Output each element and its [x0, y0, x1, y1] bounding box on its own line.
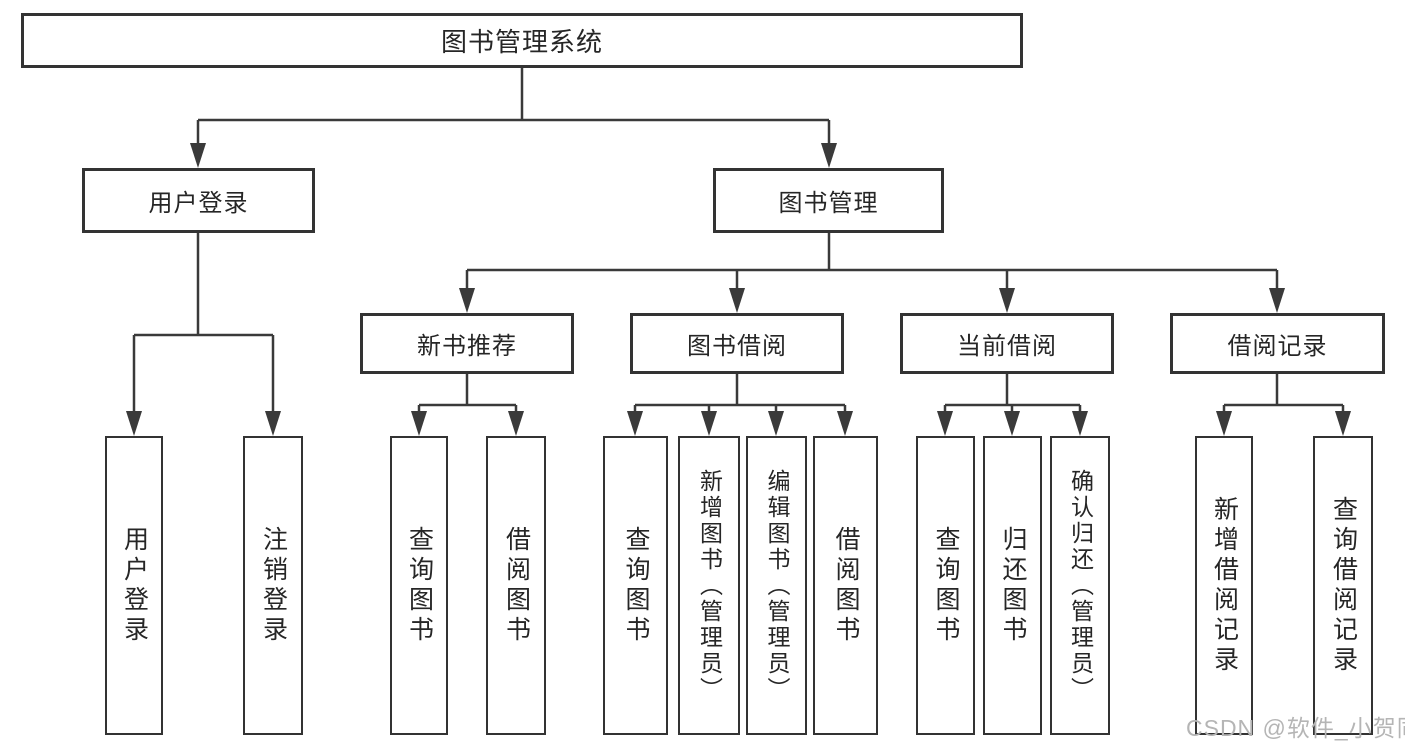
node-book-management-label: 图书管理: [778, 190, 879, 217]
leaf-login-logout-label: 注销登录: [259, 525, 288, 646]
leaf-login-user-label: 用户登录: [120, 525, 149, 646]
node-borrow-records-label: 借阅记录: [1227, 333, 1328, 360]
node-current-borrow: 当前借阅: [900, 313, 1114, 374]
leaf-newbook-query: 查询图书: [390, 436, 448, 735]
leaf-records-add: 新增借阅记录: [1195, 436, 1253, 735]
leaf-current-confirm-admin-label: 确认归还（管理员）: [1067, 468, 1094, 703]
leaf-current-confirm-admin: 确认归还（管理员）: [1050, 436, 1110, 735]
leaf-borrow-edit-admin: 编辑图书（管理员）: [746, 436, 807, 735]
leaf-login-user: 用户登录: [105, 436, 163, 735]
leaf-borrow-add-admin-label: 新增图书（管理员）: [696, 468, 723, 703]
leaf-current-query-label: 查询图书: [932, 525, 960, 646]
node-book-management: 图书管理: [713, 168, 944, 233]
node-book-borrow: 图书借阅: [630, 313, 844, 374]
leaf-records-query-label: 查询借阅记录: [1329, 495, 1358, 676]
leaf-borrow-edit-admin-label: 编辑图书（管理员）: [764, 468, 790, 703]
csdn-watermark: CSDN @软件_小贺同学: [1186, 715, 1405, 741]
leaf-records-query: 查询借阅记录: [1313, 436, 1373, 735]
node-book-borrow-label: 图书借阅: [687, 333, 787, 360]
leaf-borrow-borrow-label: 借阅图书: [832, 525, 860, 646]
node-user-login: 用户登录: [82, 168, 315, 233]
node-root-label: 图书管理系统: [440, 27, 603, 57]
leaf-borrow-query: 查询图书: [603, 436, 668, 735]
leaf-login-logout: 注销登录: [243, 436, 303, 735]
node-new-book-recommend: 新书推荐: [360, 313, 574, 374]
leaf-newbook-query-label: 查询图书: [405, 525, 434, 646]
leaf-current-query: 查询图书: [916, 436, 975, 735]
node-new-book-recommend-label: 新书推荐: [417, 333, 517, 360]
leaf-borrow-add-admin: 新增图书（管理员）: [678, 436, 740, 735]
node-user-login-label: 用户登录: [148, 190, 249, 217]
arrowheads: [126, 143, 1351, 436]
leaf-records-add-label: 新增借阅记录: [1210, 495, 1239, 676]
node-current-borrow-label: 当前借阅: [957, 333, 1057, 360]
leaf-newbook-borrow: 借阅图书: [486, 436, 546, 735]
leaf-current-return-label: 归还图书: [999, 525, 1027, 646]
leaf-newbook-borrow-label: 借阅图书: [502, 525, 531, 646]
leaf-borrow-borrow: 借阅图书: [813, 436, 878, 735]
node-borrow-records: 借阅记录: [1170, 313, 1385, 374]
leaf-current-return: 归还图书: [983, 436, 1042, 735]
leaf-borrow-query-label: 查询图书: [622, 525, 650, 646]
node-root: 图书管理系统: [21, 13, 1023, 68]
